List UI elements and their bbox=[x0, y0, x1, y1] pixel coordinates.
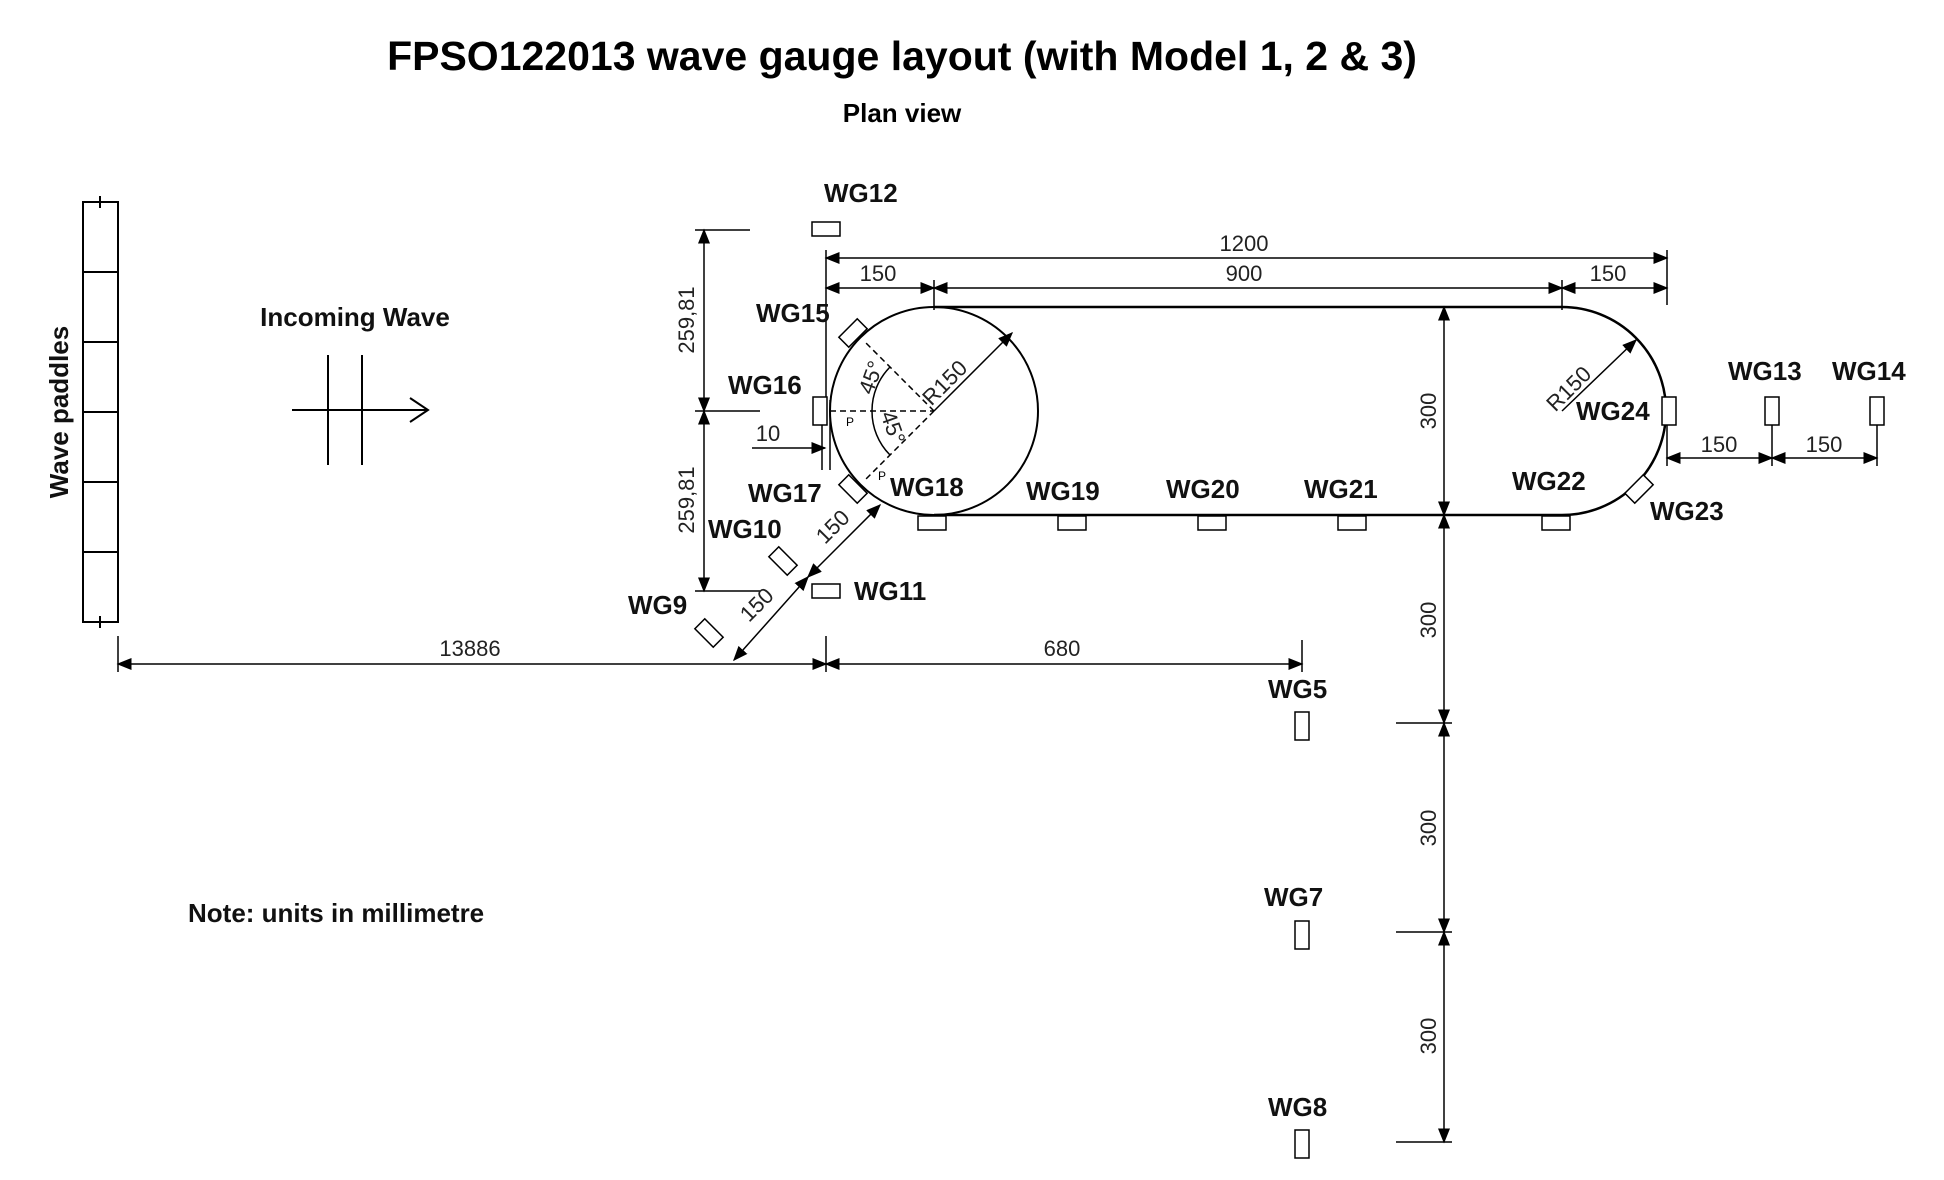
dim-150-left: 150 bbox=[860, 261, 897, 286]
dim-150-wg14: 150 bbox=[1806, 432, 1843, 457]
dim-300-b: 300 bbox=[1416, 602, 1441, 639]
wg21-gauge-icon bbox=[1337, 515, 1367, 531]
wg8-label: WG8 bbox=[1268, 1092, 1327, 1122]
wg17-label: WG17 bbox=[748, 478, 822, 508]
wg20-label: WG20 bbox=[1166, 474, 1240, 504]
wg22-label: WG22 bbox=[1512, 466, 1586, 496]
incoming-wave-arrow-icon bbox=[292, 355, 430, 465]
wg16-label: WG16 bbox=[728, 370, 802, 400]
top-dimensions bbox=[824, 250, 1669, 420]
wave-paddles-label: Wave paddles bbox=[44, 326, 74, 498]
page-subtitle: Plan view bbox=[843, 98, 962, 128]
wg13-gauge-icon bbox=[1764, 396, 1780, 426]
wg10-label: WG10 bbox=[708, 514, 782, 544]
vertical-300-dimensions bbox=[1396, 305, 1452, 1144]
dim-13886: 13886 bbox=[439, 636, 500, 661]
wg22-gauge-icon bbox=[1541, 515, 1571, 531]
dim-259-bottom: 259,81 bbox=[674, 466, 699, 533]
wg5-gauge-icon bbox=[1294, 711, 1310, 741]
dim-150-diag-lower: 150 bbox=[735, 583, 779, 627]
wg16-gauge-icon bbox=[812, 396, 828, 426]
wg11-label: WG11 bbox=[854, 576, 926, 606]
wg18-label: WG18 bbox=[890, 472, 964, 502]
wg9-label: WG9 bbox=[628, 590, 687, 620]
bow-radius-lines bbox=[830, 331, 1014, 482]
dim-10: 10 bbox=[756, 421, 780, 446]
wg15-label: WG15 bbox=[756, 298, 830, 328]
dim-150-right: 150 bbox=[1590, 261, 1627, 286]
wg24-label: WG24 bbox=[1576, 396, 1650, 426]
stern-radius-line bbox=[1561, 338, 1638, 412]
wg8-gauge-icon bbox=[1294, 1129, 1310, 1159]
dim-680: 680 bbox=[1044, 636, 1081, 661]
gauge-symbols bbox=[693, 221, 1885, 1159]
incoming-wave-label: Incoming Wave bbox=[260, 302, 450, 332]
dim-150-diag-upper: 150 bbox=[811, 505, 855, 549]
wg19-label: WG19 bbox=[1026, 476, 1100, 506]
wg10-gauge-icon bbox=[767, 545, 799, 577]
dim-300-a: 300 bbox=[1416, 393, 1441, 430]
wg18-gauge-icon bbox=[917, 515, 947, 531]
dim-900: 900 bbox=[1226, 261, 1263, 286]
wg9-gauge-icon bbox=[693, 617, 725, 649]
wg12-label: WG12 bbox=[824, 178, 898, 208]
wg14-gauge-icon bbox=[1869, 396, 1885, 426]
wg19-gauge-icon bbox=[1057, 515, 1087, 531]
dim-1200: 1200 bbox=[1220, 231, 1269, 256]
wg20-gauge-icon bbox=[1197, 515, 1227, 531]
wg7-label: WG7 bbox=[1264, 882, 1323, 912]
stern-gauge-dimensions bbox=[1665, 425, 1879, 466]
diagonal-dimensions bbox=[733, 503, 882, 662]
dim-150-wg13: 150 bbox=[1701, 432, 1738, 457]
dim-300-d: 300 bbox=[1416, 1018, 1441, 1055]
wg11-gauge-icon bbox=[811, 583, 841, 599]
wg24-gauge-icon bbox=[1661, 396, 1677, 426]
wg13-label: WG13 bbox=[1728, 356, 1802, 386]
dim-259-top: 259,81 bbox=[674, 286, 699, 353]
wg21-label: WG21 bbox=[1304, 474, 1378, 504]
wg17-gauge-icon bbox=[837, 473, 869, 505]
wave-paddles bbox=[82, 196, 119, 628]
wg23-label: WG23 bbox=[1650, 496, 1724, 526]
wg23-gauge-icon bbox=[1623, 473, 1655, 505]
wg5-label: WG5 bbox=[1268, 674, 1327, 704]
wg14-label: WG14 bbox=[1832, 356, 1906, 386]
point-p-upper: P bbox=[846, 415, 854, 429]
wg15-gauge-icon bbox=[837, 317, 869, 349]
units-note: Note: units in millimetre bbox=[188, 898, 484, 928]
dim-300-c: 300 bbox=[1416, 810, 1441, 847]
point-p-lower: P bbox=[878, 469, 886, 483]
angle-45-upper: 45° bbox=[854, 358, 889, 398]
angle-45-lower: 45° bbox=[876, 408, 911, 448]
wg12-gauge-icon bbox=[811, 221, 841, 237]
bottom-dimensions bbox=[116, 636, 1304, 672]
page-title: FPSO122013 wave gauge layout (with Model… bbox=[387, 33, 1417, 79]
wg7-gauge-icon bbox=[1294, 920, 1310, 950]
bow-radius-label: R150 bbox=[917, 355, 972, 410]
